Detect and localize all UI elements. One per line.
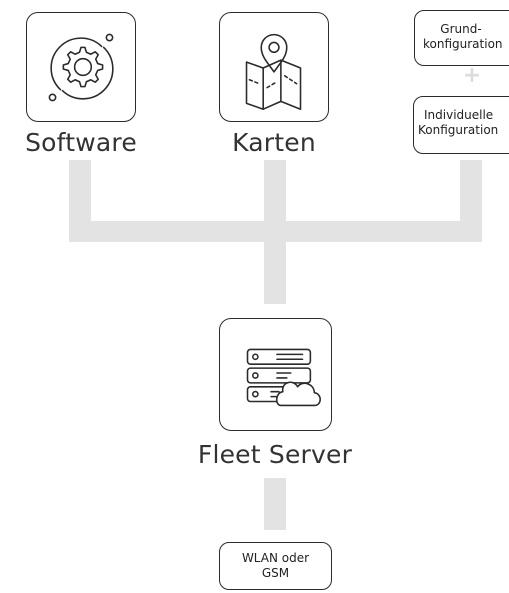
individuelle-konfiguration-pill: Individuelle Konfiguration	[413, 96, 509, 154]
connector-horizontal-bus	[69, 221, 482, 242]
karten-label: Karten	[232, 128, 316, 157]
wlan-gsm-pill: WLAN oder GSM	[219, 542, 332, 590]
software-label: Software	[25, 128, 137, 157]
software-icon-box	[26, 12, 136, 122]
fleet-server-icon-box	[219, 318, 332, 431]
indiv-line2: Konfiguration	[418, 123, 499, 137]
grund-line2: konfiguration	[423, 37, 503, 51]
map-pin-icon	[245, 33, 302, 111]
connector-bus-to-server	[264, 242, 286, 304]
grund-line1: Grund-	[440, 22, 482, 36]
indiv-line1: Individuelle	[424, 108, 494, 122]
karten-icon-box	[219, 12, 329, 122]
connector-server-to-network	[264, 478, 286, 530]
plus-sign: +	[462, 63, 482, 88]
connection-line2: GSM	[261, 566, 290, 580]
grundkonfiguration-pill: Grund- konfiguration	[414, 10, 509, 66]
connection-line1: WLAN oder	[241, 551, 310, 565]
gear-refresh-icon	[48, 33, 114, 102]
fleet-server-label: Fleet Server	[197, 440, 353, 469]
server-cloud-icon	[246, 348, 321, 407]
